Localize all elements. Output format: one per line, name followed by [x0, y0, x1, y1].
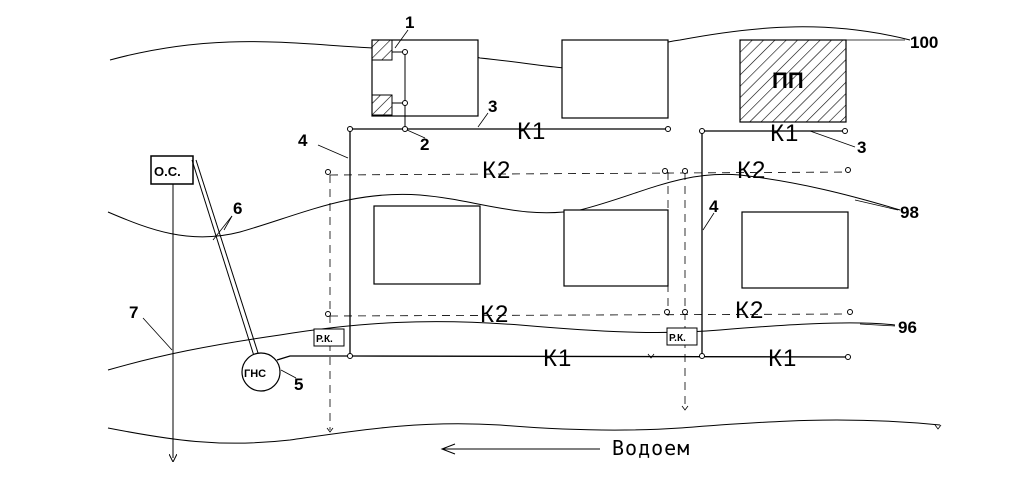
contour-label-96: 96: [898, 318, 917, 337]
contour-98: [107, 173, 901, 238]
building-6: [741, 211, 849, 289]
building-4: [373, 205, 481, 285]
inspection-well-2-box: [666, 327, 698, 346]
lower-blocks: [373, 205, 849, 289]
contour-bank: [107, 419, 941, 444]
treatment-plant-label: О.С.: [154, 164, 181, 179]
callout-1: 1: [405, 13, 414, 32]
k1-label-upper-right: К1: [770, 120, 799, 147]
callout-3-left: 3: [488, 97, 497, 116]
contour-lines: [107, 26, 941, 444]
callout-6: 6: [233, 199, 242, 218]
water-flow-arrow: [440, 443, 600, 455]
k2-label-upper-right: К2: [737, 157, 766, 184]
k1-label-lower-left: К1: [543, 345, 572, 372]
waterbody-label: Водоем: [612, 436, 690, 460]
callout-3-right: 3: [857, 138, 866, 157]
building-2: [561, 39, 669, 119]
k2-label-upper-left: К2: [482, 157, 511, 184]
pressure-pipes: [191, 159, 260, 357]
inspection-well-1-box: [313, 328, 345, 347]
callout-4-right: 4: [709, 197, 719, 216]
k1-label-lower-right: К1: [768, 345, 797, 372]
contour-label-100: 100: [910, 33, 938, 52]
k1-label-upper-left: К1: [517, 118, 546, 145]
pump-station-label: ГНС: [244, 368, 266, 380]
callout-5: 5: [294, 375, 303, 394]
contour-100: [109, 26, 911, 69]
k2-nodes: [325, 167, 853, 317]
callout-leaders: [142, 29, 905, 379]
inspection-well-label-1: Р.К.: [316, 334, 333, 345]
building-5: [563, 209, 669, 287]
callout-7: 7: [129, 303, 138, 322]
callout-4-left: 4: [298, 131, 308, 150]
network-k2: [329, 171, 851, 430]
inspection-well-label-2: Р.К.: [669, 333, 686, 344]
pump-station-circle: [241, 352, 281, 392]
k2-label-lower-right: К2: [735, 297, 764, 324]
industrial-label: ПП: [772, 68, 804, 93]
k1-nodes: [347, 126, 851, 360]
upper-blocks: [371, 39, 847, 123]
contour-label-98: 98: [900, 203, 919, 222]
building-outlets: [371, 39, 408, 129]
industrial-building: [739, 39, 847, 123]
callout-2: 2: [420, 135, 429, 154]
outlet-stubs: [326, 353, 942, 433]
k2-label-lower-left: К2: [480, 301, 509, 328]
treatment-plant-box: [150, 155, 194, 185]
contour-96: [107, 321, 896, 371]
